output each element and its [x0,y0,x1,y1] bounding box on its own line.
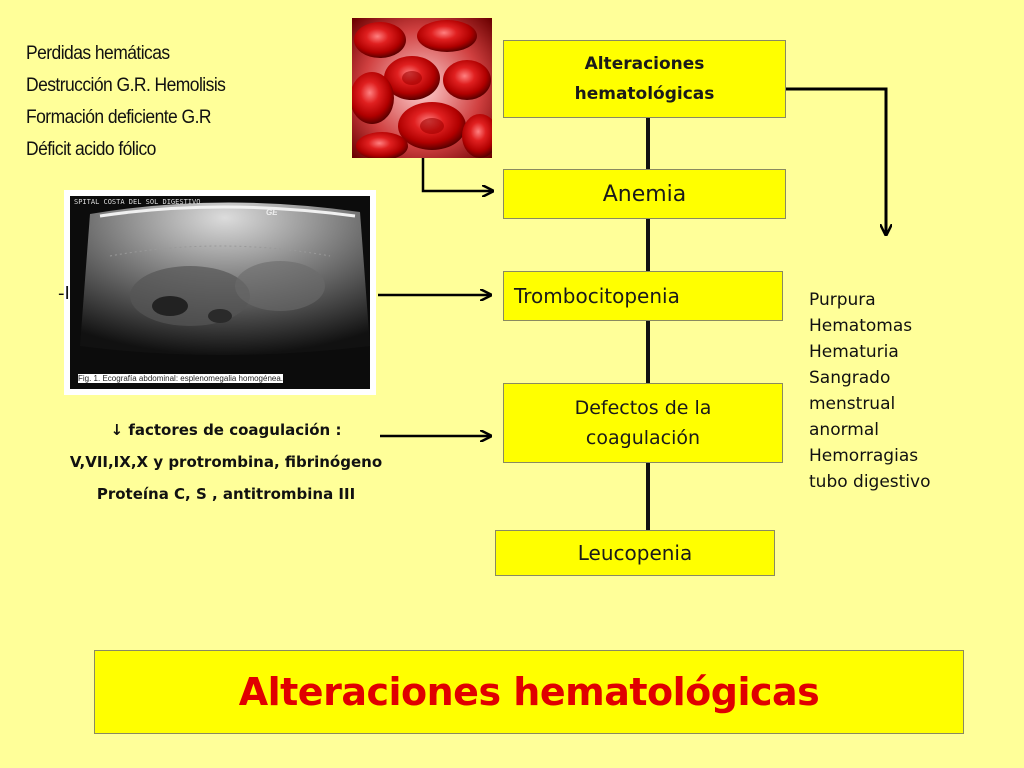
red-blood-cells-image [352,18,492,158]
symptom-item: Hematuria [809,342,899,362]
symptom-item: menstrual [809,394,896,414]
symptom-item: anormal [809,420,879,440]
box-trombocitopenia: Trombocitopenia [503,271,783,321]
box-alteraciones-hematologicas: Alteraciones hematológicas [503,40,786,118]
ultrasound-caption: Fig. 1. Ecografía abdominal: esplenomega… [78,374,284,383]
box-defectos-coagulacion: Defectos de la coagulación [503,383,783,463]
symptom-item: Purpura [809,290,876,310]
box-leuco-label: Leucopenia [577,541,693,565]
footer-title-box: Alteraciones hematológicas [94,650,964,734]
symptom-item: Hematomas [809,316,913,336]
box-leucopenia: Leucopenia [495,530,775,576]
cause-item: Déficit acido fólico [26,139,156,160]
symptoms-list: Purpura Hematomas Hematuria Sangrado men… [809,287,931,495]
symptom-item: tubo digestivo [809,472,931,492]
box-main-line: hematológicas [574,84,715,104]
coag-line: V,VII,IX,X y protrombina, fibrinógeno [69,453,383,471]
coag-factors-text: ↓ factores de coagulación : V,VII,IX,X y… [26,414,426,510]
causes-list: Perdidas hemáticas Destrucción G.R. Hemo… [26,38,226,166]
box-defectos-line: Defectos de la [574,397,712,419]
box-main-line: Alteraciones [584,54,705,74]
box-trombo-label: Trombocitopenia [514,284,680,308]
symptom-item: Hemorragias [809,446,919,466]
cause-item: Formación deficiente G.R [26,107,211,128]
box-anemia-label: Anemia [602,181,687,207]
cause-item: Perdidas hemáticas [26,43,170,64]
ultrasound-header: SPITAL COSTA DEL SOL DIGESTIVO [74,198,201,206]
footer-title: Alteraciones hematológicas [238,670,820,714]
left-fragment: -I [58,283,70,304]
ultrasound-tag: GE [266,208,278,217]
box-defectos-line: coagulación [585,427,701,449]
symptom-item: Sangrado [809,368,891,388]
arrow-causes-to-anemia [421,158,492,191]
coag-line: ↓ factores de coagulación : [110,421,342,439]
cause-item: Destrucción G.R. Hemolisis [26,75,226,96]
ultrasound-image: SPITAL COSTA DEL SOL DIGESTIVO GE Fig. 1… [64,190,376,395]
box-anemia: Anemia [503,169,786,219]
arrow-main-to-symptoms [786,87,886,234]
coag-line: Proteína C, S , antitrombina III [96,485,356,503]
